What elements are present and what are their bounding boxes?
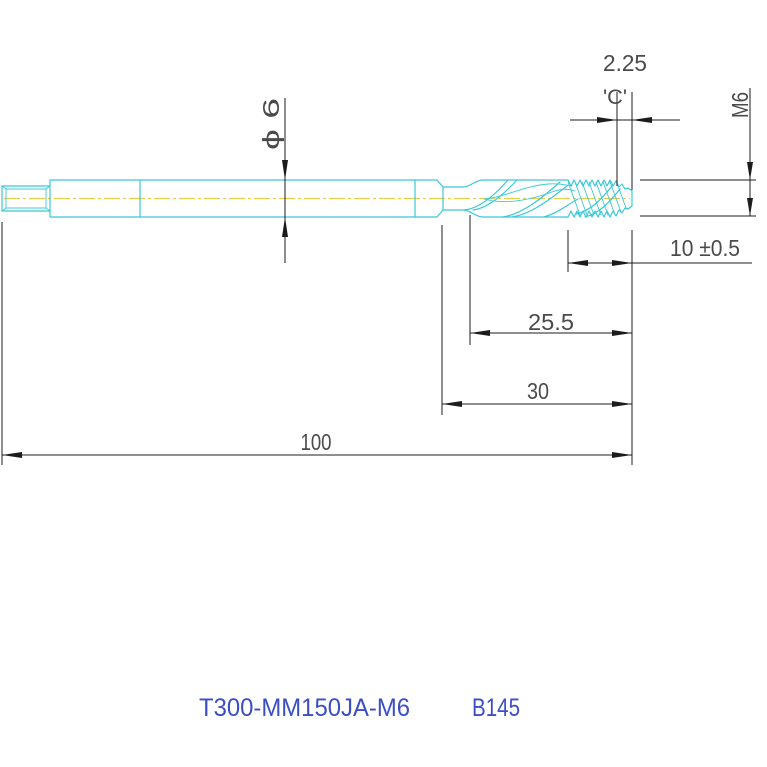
square-drive-inner	[1, 185, 51, 212]
flute-edges	[463, 179, 579, 218]
arrowhead-up	[282, 217, 288, 237]
dimension-shank-diameter: ϕ 6	[258, 98, 288, 263]
square-drive-outline	[1, 185, 51, 212]
arrowhead-right	[612, 260, 632, 266]
arrowhead-left	[470, 330, 490, 336]
shank-diameter-text: ϕ 6	[258, 98, 284, 150]
tap-tool	[1, 179, 633, 218]
body-length-text: 30	[527, 378, 549, 404]
dimension-body-length: 30	[441, 225, 632, 415]
arrowhead-top	[747, 162, 753, 180]
arrowhead-right	[612, 452, 632, 458]
drawing-code-text: B145	[472, 694, 520, 722]
thread-crests-top	[567, 179, 633, 192]
thread-length-text: 10 ±0.5	[670, 235, 740, 261]
dimension-chamfer: 2.25 'C'	[570, 50, 680, 190]
thread-flute	[575, 185, 621, 218]
arrowhead-down	[282, 160, 288, 180]
flute-length-text: 25.5	[528, 309, 574, 335]
flute-valley	[483, 183, 576, 203]
title-block: T300-MM150JA-M6 B145	[199, 694, 520, 722]
shank-top-edge	[49, 179, 569, 188]
dimension-overall-length: 100	[1, 222, 632, 465]
thread-size-text: M6	[727, 92, 753, 118]
arrowhead-left	[632, 117, 652, 123]
chamfer-label-text: 'C'	[603, 86, 627, 109]
arrowhead-bottom	[747, 198, 753, 216]
chamfer-value-text: 2.25	[603, 50, 647, 76]
part-number-text: T300-MM150JA-M6	[199, 694, 410, 722]
arrowhead-left	[442, 401, 462, 407]
arrowhead-left	[568, 260, 588, 266]
arrowhead-right	[612, 401, 632, 407]
arrowhead-right	[597, 117, 617, 123]
dimension-flute-length: 25.5	[469, 215, 632, 345]
overall-length-text: 100	[301, 429, 332, 455]
arrowhead-right	[612, 330, 632, 336]
shank-bottom-edge	[49, 209, 569, 218]
dimension-thread-size: M6	[640, 88, 756, 217]
dimension-thread-length: 10 ±0.5	[567, 230, 752, 465]
arrowhead-left	[2, 452, 22, 458]
